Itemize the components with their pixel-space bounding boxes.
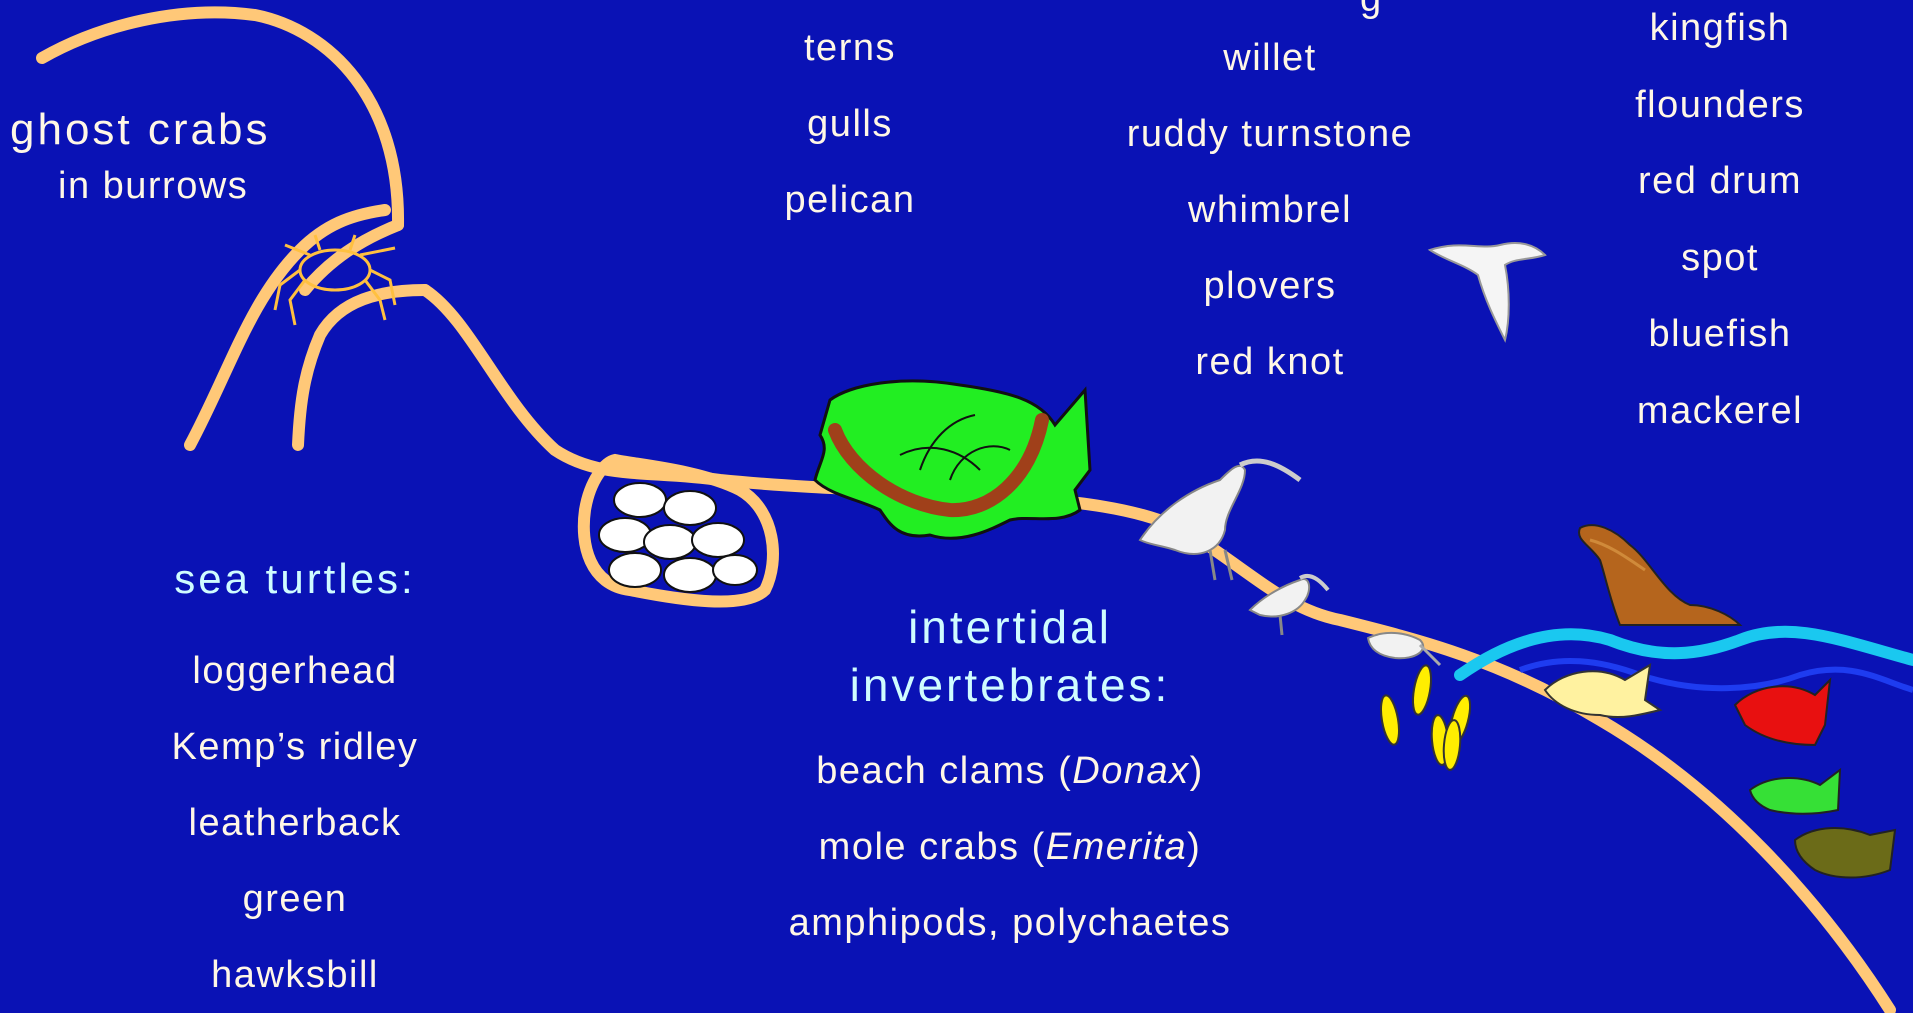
invertebrates-title-line1: intertidal [800,600,1220,654]
amphipods-label: amphipods, polychaetes [730,902,1290,945]
list-item: flounders [1595,67,1845,144]
list-item: spot [1595,220,1845,297]
olive-fish-icon [1795,828,1895,877]
list-item: loggerhead [125,633,465,709]
list-item: plovers [1080,248,1460,324]
invertebrates-title-line2: invertebrates: [800,658,1220,712]
donax-genus: Donax [1072,750,1189,792]
list-item: terns [740,10,960,86]
seabirds-list: terns gulls pelican [740,10,960,238]
beach-clams-label: beach clams (Donax) [750,750,1270,793]
list-item: whimbrel [1080,172,1460,248]
list-item: bluefish [1595,296,1845,373]
emerita-genus: Emerita [1046,826,1187,868]
whimbrel-icon [1140,461,1300,580]
list-item: red drum [1595,143,1845,220]
mole-crabs-close: ) [1187,826,1201,868]
shorebirds-list: willet ruddy turnstone whimbrel plovers … [1080,20,1460,400]
list-item: leatherback [125,785,465,861]
sea-turtles-list: loggerhead Kemp’s ridley leatherback gre… [125,633,465,1013]
burrow-right-wall [298,290,425,445]
fishes-list: kingfish flounders red drum spot bluefis… [1595,0,1845,449]
list-item: kingfish [1595,0,1845,67]
sea-turtle-icon [815,381,1090,538]
yellow-fish-icon [1545,665,1660,717]
sea-turtles-title: sea turtles: [130,555,460,603]
list-item: green [125,861,465,937]
shorebirds-partial-label: g [1360,0,1383,21]
list-item: Kemp’s ridley [125,709,465,785]
beach-clams-text: beach clams ( [816,750,1072,792]
list-item: hawksbill [125,937,465,1013]
list-item: mackerel [1595,373,1845,450]
mole-crabs-label: mole crabs (Emerita) [750,826,1270,869]
list-item: red knot [1080,324,1460,400]
list-item: willet [1080,20,1460,96]
list-item: ruddy turnstone [1080,96,1460,172]
list-item: pelican [740,162,960,238]
pelican-icon [1579,525,1740,625]
mole-crabs-text: mole crabs ( [819,826,1046,868]
turtle-eggs [599,483,757,592]
green-fish-icon [1750,770,1840,814]
ghost-crabs-subtitle: in burrows [58,165,248,208]
beach-clams-close: ) [1190,750,1204,792]
ghost-crabs-title: ghost crabs [10,105,270,155]
list-item: gulls [740,86,960,162]
